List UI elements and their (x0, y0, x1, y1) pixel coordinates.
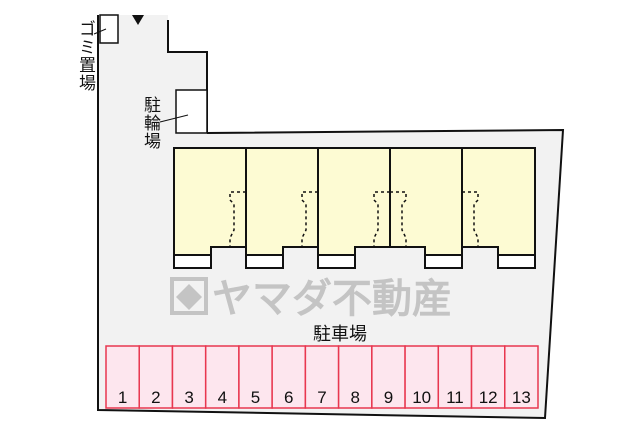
parking-space: 2 (138, 345, 174, 409)
lot-boundary (97, 15, 565, 420)
watermark-logo-icon (170, 277, 208, 315)
parking-space-number: 5 (251, 388, 260, 407)
garbage-area-label: ゴミ置場 (75, 20, 95, 92)
parking-space-number: 1 (118, 388, 127, 407)
balcony (245, 254, 284, 269)
parking-space: 6 (271, 345, 307, 409)
parking-label: 駐車場 (313, 324, 367, 345)
parking-space: 1 (105, 345, 140, 409)
parking-space-box (138, 345, 174, 409)
bicycle-parking-label: 駐輪場 (140, 96, 160, 150)
parking-space-box (371, 345, 406, 409)
unit-floor (245, 147, 319, 256)
parking-space: 12 (470, 345, 506, 409)
parking-space-box (304, 345, 340, 409)
parking-space-number: 4 (218, 388, 227, 407)
parking-space-box (204, 345, 240, 409)
watermark: ヤマダ不動産 (212, 276, 452, 322)
parking-space-number: 12 (479, 388, 498, 407)
apartment-unit (173, 147, 247, 269)
parking-space-number: 10 (412, 388, 431, 407)
balcony (173, 254, 212, 269)
parking-space: 10 (404, 345, 440, 409)
parking-space: 11 (437, 345, 473, 409)
balcony (317, 254, 356, 269)
parking-space: 13 (504, 345, 539, 409)
balcony (497, 254, 536, 269)
parking-space-box (271, 345, 307, 409)
parking-space: 5 (238, 345, 273, 409)
garbage-area-box (99, 14, 119, 44)
parking-space: 7 (304, 345, 340, 409)
parking-space-number: 9 (384, 388, 393, 407)
unit-floor (317, 147, 391, 256)
apartment-unit (461, 147, 536, 269)
parking-space-box (504, 345, 539, 409)
parking-space: 8 (337, 345, 373, 409)
garbage-leader-line (93, 28, 107, 35)
unit-floor (389, 147, 463, 256)
parking-space-number: 13 (512, 388, 531, 407)
parking-space: 3 (171, 345, 207, 409)
parking-space-number: 11 (446, 388, 464, 407)
parking-space-box (404, 345, 440, 409)
apartment-unit (317, 147, 391, 269)
parking-space-number: 8 (350, 388, 359, 407)
entrance-arrow-icon (132, 15, 144, 25)
parking-space-number: 2 (151, 388, 160, 407)
parking-space: 4 (204, 345, 240, 409)
balcony (424, 254, 463, 269)
parking-space-number: 6 (284, 388, 293, 407)
parking-space: 9 (371, 345, 406, 409)
parking-space-box (470, 345, 506, 409)
unit-floor (461, 147, 536, 256)
parking-space-number: 7 (317, 388, 326, 407)
unit-floor (173, 147, 247, 256)
bicycle-leader-line (159, 114, 189, 123)
parking-space-number: 3 (184, 388, 193, 407)
bicycle-parking-box (175, 89, 208, 134)
